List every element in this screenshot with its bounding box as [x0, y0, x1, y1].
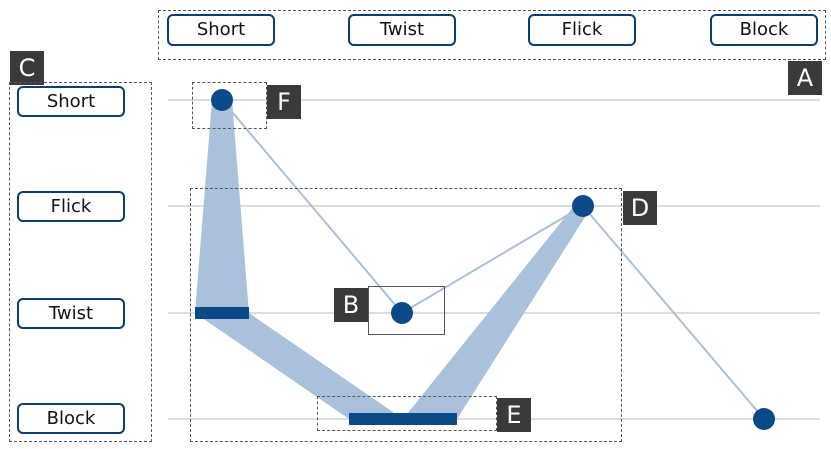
side-button-short[interactable]: Short — [17, 86, 125, 117]
tag-c: C — [10, 51, 44, 85]
node-end-block — [753, 408, 775, 430]
node-flick — [572, 195, 594, 217]
link-short-to-b — [221, 99, 403, 314]
node-b — [391, 302, 413, 324]
region-e-box — [317, 396, 497, 431]
tag-f: F — [267, 85, 301, 119]
region-f-box — [192, 82, 267, 129]
side-button-twist[interactable]: Twist — [17, 298, 125, 329]
side-button-flick[interactable]: Flick — [17, 191, 125, 222]
top-button-short[interactable]: Short — [167, 14, 275, 46]
link-d-to-end — [582, 205, 765, 420]
top-button-flick[interactable]: Flick — [528, 14, 636, 46]
band-block-to-flick — [403, 206, 592, 419]
node-short — [211, 89, 233, 111]
band-twist-to-block — [195, 313, 403, 419]
top-button-twist[interactable]: Twist — [348, 14, 456, 46]
tag-b: B — [334, 288, 368, 322]
side-button-block[interactable]: Block — [17, 403, 125, 434]
band-short-to-twist — [195, 100, 249, 313]
bar-twist — [195, 307, 249, 319]
region-a-box — [158, 10, 826, 60]
link-b-to-d — [401, 205, 584, 314]
tag-a: A — [788, 61, 822, 95]
tag-e: E — [497, 398, 531, 432]
tag-d: D — [623, 191, 657, 225]
bar-block — [349, 413, 457, 425]
top-button-block[interactable]: Block — [710, 14, 818, 46]
region-d-box — [190, 188, 622, 442]
region-c-box — [9, 82, 152, 442]
region-b-box — [368, 286, 445, 335]
